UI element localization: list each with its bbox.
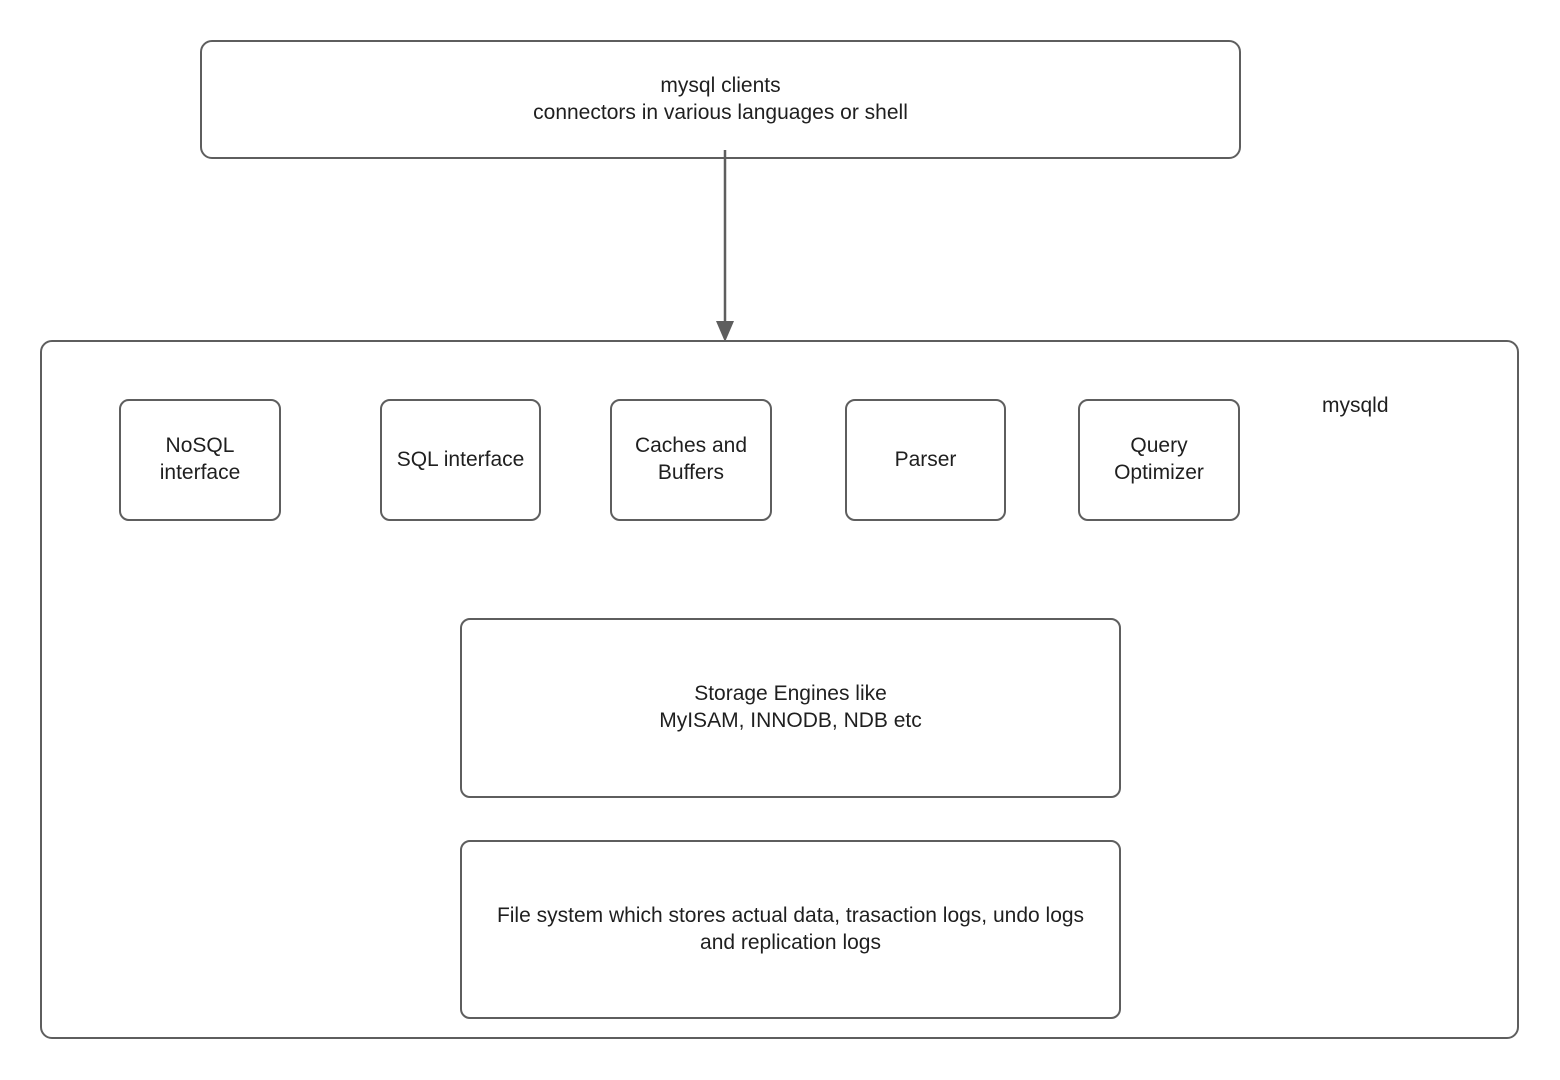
node-caches-and-buffers-label: Caches and Buffers	[634, 434, 748, 484]
node-storage-engines[interactable]: Storage Engines like MyISAM, INNODB, NDB…	[460, 618, 1121, 798]
node-nosql-interface-label: NoSQL interface	[159, 434, 241, 484]
node-parser-label: Parser	[894, 447, 957, 471]
node-parser[interactable]: Parser	[845, 399, 1006, 521]
node-file-system[interactable]: File system which stores actual data, tr…	[460, 840, 1121, 1019]
node-file-system-label: File system which stores actual data, tr…	[496, 903, 1085, 954]
node-sql-interface-label: SQL interface	[396, 447, 525, 471]
node-nosql-interface[interactable]: NoSQL interface	[119, 399, 281, 521]
node-mysql-clients-label: mysql clients connectors in various lang…	[533, 73, 908, 124]
node-mysqld-label: mysqld	[1322, 394, 1389, 417]
edge-clients-to-mysqld-arrow	[716, 150, 734, 342]
node-query-optimizer-label: Query Optimizer	[1114, 434, 1204, 484]
node-caches-and-buffers[interactable]: Caches and Buffers	[610, 399, 772, 521]
node-sql-interface[interactable]: SQL interface	[380, 399, 541, 521]
node-mysql-clients[interactable]: mysql clients connectors in various lang…	[200, 40, 1241, 159]
node-query-optimizer[interactable]: Query Optimizer	[1078, 399, 1240, 521]
node-storage-engines-label: Storage Engines like MyISAM, INNODB, NDB…	[659, 682, 922, 732]
